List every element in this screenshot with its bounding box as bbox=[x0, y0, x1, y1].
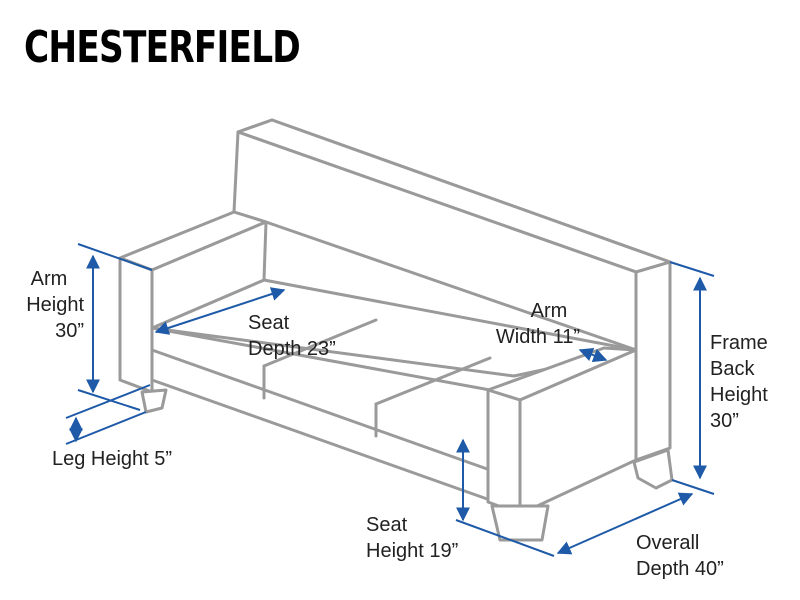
overall-depth-label: Overall Depth 40” bbox=[636, 530, 724, 582]
arm-height-line3: 30” bbox=[55, 320, 84, 342]
arm-width-line1: Arm bbox=[530, 300, 568, 322]
frame-back-height-line4: 30” bbox=[710, 410, 739, 432]
frame-back-height-label: Frame Back Height 30” bbox=[710, 330, 768, 434]
seat-height-line2: Height 19” bbox=[366, 540, 459, 562]
seat-depth-line2: Depth 23” bbox=[248, 338, 336, 360]
frame-back-height-line1: Frame bbox=[710, 332, 768, 354]
seat-depth-line1: Seat bbox=[248, 312, 290, 334]
arm-width-label: Arm Width 11” bbox=[474, 298, 580, 350]
overall-depth-line2: Depth 40” bbox=[636, 558, 724, 580]
seat-height-dimension bbox=[455, 438, 555, 557]
frame-back-height-dimension bbox=[669, 261, 715, 495]
sofa-front-leg bbox=[490, 504, 550, 542]
diagram-title: CHESTERFIELD bbox=[24, 22, 301, 73]
leg-height-dimension bbox=[65, 384, 151, 445]
sofa-left-leg bbox=[140, 388, 168, 414]
seat-depth-label: Seat Depth 23” bbox=[248, 310, 336, 362]
leg-height-label: Leg Height 5” bbox=[52, 446, 172, 472]
overall-depth-arrow bbox=[556, 492, 694, 555]
arm-height-line1: Arm bbox=[30, 268, 68, 290]
arm-width-line2: Width 11” bbox=[495, 326, 580, 348]
sofa-cushion-line bbox=[374, 356, 492, 406]
leg-height-line1: Leg Height 5” bbox=[52, 448, 173, 470]
seat-height-line1: Seat bbox=[366, 514, 408, 536]
arm-height-line2: Height bbox=[26, 294, 84, 316]
frame-back-height-line3: Height bbox=[710, 384, 768, 406]
arm-width-arrow bbox=[578, 347, 608, 363]
arm-height-dimension bbox=[77, 243, 153, 411]
sofa-back-leg bbox=[632, 448, 674, 490]
sofa-back-front bbox=[232, 130, 638, 352]
sofa-seat-divider bbox=[150, 348, 492, 472]
frame-back-height-line2: Back bbox=[710, 358, 755, 380]
seat-depth-arrow bbox=[154, 287, 286, 335]
arm-height-label: Arm Height 30” bbox=[8, 266, 84, 344]
sofa-left-arm-front bbox=[118, 256, 154, 394]
sofa-right-arm-side bbox=[518, 348, 638, 516]
sofa-cushion-line bbox=[262, 318, 378, 368]
seat-height-label: Seat Height 19” bbox=[366, 512, 458, 564]
overall-depth-line1: Overall bbox=[636, 532, 700, 554]
sofa-right-arm-front bbox=[486, 388, 522, 516]
